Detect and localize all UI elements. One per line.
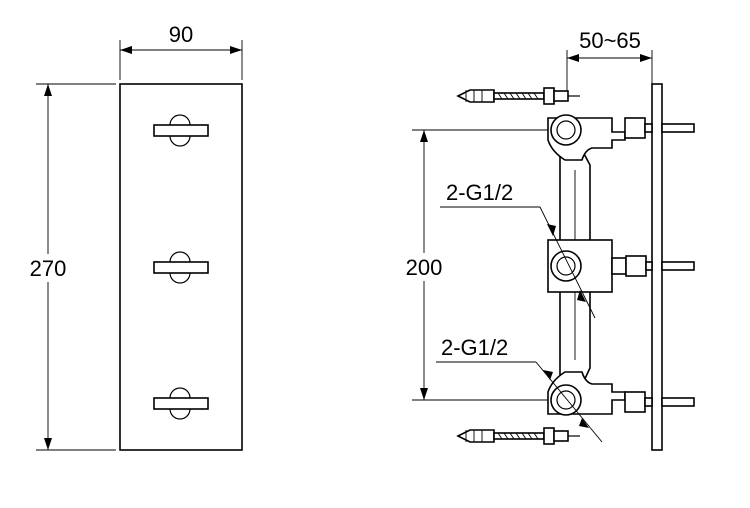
cover-plate [651, 83, 663, 451]
front-view: 90 270 [20, 22, 243, 451]
handle-middle [153, 251, 209, 284]
handle-bottom [153, 387, 209, 420]
handle-top [153, 114, 209, 147]
thread-label-top: 2-G1/2 [446, 180, 513, 205]
width-dimension: 90 [119, 22, 243, 80]
width-label: 90 [169, 22, 193, 47]
connector-bottom [547, 371, 695, 416]
thread-label-bottom: 2-G1/2 [441, 335, 508, 360]
spacing-label: 200 [406, 255, 443, 280]
thread-callout-top: 2-G1/2 [440, 180, 596, 319]
height-label: 270 [30, 256, 67, 281]
spacing-dimension: 200 [396, 129, 555, 401]
side-view: 50~65 200 [396, 28, 695, 451]
wall-anchor-bottom [456, 427, 580, 445]
height-dimension: 270 [20, 83, 116, 451]
thread-callout-bottom: 2-G1/2 [436, 335, 603, 443]
depth-label: 50~65 [579, 28, 641, 53]
connector-middle [547, 239, 695, 293]
wall-anchor-top [456, 87, 580, 105]
connector-top [547, 114, 695, 161]
depth-dimension: 50~65 [566, 28, 653, 100]
